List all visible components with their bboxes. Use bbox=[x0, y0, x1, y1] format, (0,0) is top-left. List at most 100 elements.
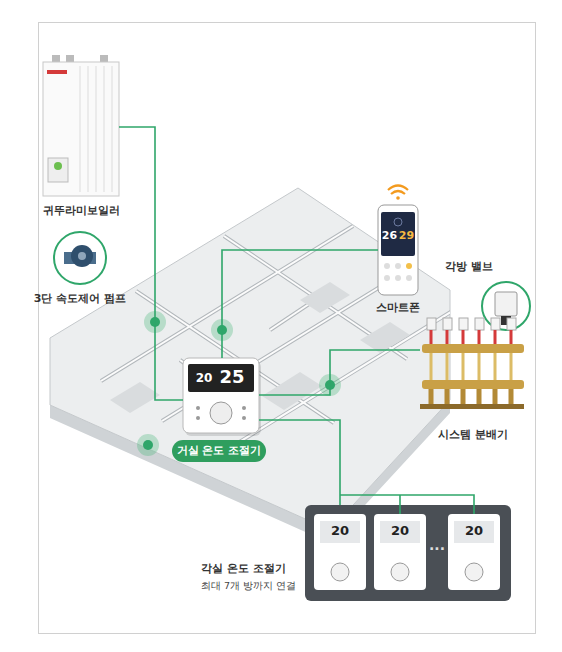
outlets bbox=[431, 389, 511, 404]
valve-callout bbox=[482, 282, 530, 330]
pump-drawing bbox=[54, 232, 106, 284]
phone-icon bbox=[406, 263, 412, 269]
room-display bbox=[380, 521, 420, 543]
room-dial bbox=[391, 563, 409, 581]
sticker-mark bbox=[54, 162, 62, 170]
living-thermostat-label: 거실 온도 조절기 bbox=[172, 440, 266, 462]
ellipsis-mark: ··· bbox=[427, 541, 447, 557]
frame bbox=[39, 23, 536, 634]
connector-line bbox=[119, 127, 183, 400]
phone-icon bbox=[406, 275, 412, 281]
smartphone-drawing bbox=[378, 186, 418, 296]
furniture bbox=[110, 382, 160, 413]
pump-callout bbox=[54, 232, 106, 284]
phone-icon bbox=[384, 263, 390, 269]
valve-stems bbox=[431, 330, 511, 344]
room-device bbox=[448, 514, 500, 590]
device-button bbox=[196, 406, 200, 410]
boiler: 귀뚜라미보일러 bbox=[43, 62, 119, 196]
room-display bbox=[320, 521, 360, 543]
device-button bbox=[242, 406, 246, 410]
brand-bar bbox=[47, 70, 67, 74]
node-subtext: 스마트폰 bbox=[353, 301, 443, 315]
valve-actuator bbox=[495, 292, 517, 316]
valve-drawing bbox=[482, 282, 530, 330]
node-text: 26 bbox=[381, 229, 398, 243]
node-subtext: 25 bbox=[216, 366, 248, 389]
node-subtext: 최대 7개 방까지 연결 bbox=[201, 580, 305, 592]
actuator bbox=[427, 318, 436, 330]
phone-icon bbox=[384, 275, 390, 281]
outlet-caps bbox=[420, 404, 524, 409]
sticker bbox=[48, 158, 68, 182]
device-display bbox=[188, 364, 254, 392]
furniture bbox=[360, 322, 410, 353]
pump: 3단 속도제어 펌프 bbox=[53, 231, 107, 285]
room-dial bbox=[465, 563, 483, 581]
phone-icon bbox=[395, 263, 401, 269]
valve: 각방 밸브 bbox=[482, 282, 530, 330]
connector-line bbox=[222, 250, 378, 358]
room-thermostat: 20 bbox=[448, 514, 500, 590]
room-device bbox=[314, 514, 366, 590]
node-text: 3단 속도제어 펌프 bbox=[15, 292, 145, 306]
connector-line bbox=[259, 350, 420, 395]
room-device bbox=[374, 514, 426, 590]
device-button bbox=[242, 416, 246, 420]
phone-screen bbox=[381, 212, 415, 256]
panel-background bbox=[305, 505, 511, 601]
node-text: 각실 온도 조절기 bbox=[201, 562, 305, 576]
connector-line bbox=[259, 420, 340, 505]
wifi-arc bbox=[388, 186, 408, 191]
distributor: 시스템 분배기 bbox=[420, 318, 526, 416]
room-dial bbox=[331, 563, 349, 581]
node-text: 거실 온도 조절기 bbox=[172, 440, 266, 462]
actuator bbox=[443, 318, 452, 330]
node-subtext: 29 bbox=[398, 229, 415, 243]
boiler-drawing bbox=[43, 55, 119, 196]
return-manifold bbox=[422, 380, 524, 389]
living-thermostat-drawing bbox=[183, 358, 261, 436]
node-text: 20 bbox=[460, 523, 488, 539]
node-text: 귀뚜라미보일러 bbox=[21, 204, 141, 218]
device-body bbox=[183, 358, 259, 433]
house-floor bbox=[50, 188, 450, 530]
wifi-dot bbox=[396, 196, 400, 200]
furniture bbox=[300, 282, 350, 313]
actuator bbox=[475, 318, 484, 330]
panel-wire bbox=[340, 495, 474, 514]
boiler-body bbox=[43, 62, 119, 196]
phone-gauge bbox=[394, 218, 402, 226]
smartphone: 2629스마트폰 bbox=[378, 205, 418, 295]
node-text: 20 bbox=[326, 523, 354, 539]
actuator bbox=[507, 318, 516, 330]
device-button bbox=[196, 416, 200, 420]
device-dial bbox=[210, 402, 232, 424]
node-text: 20 bbox=[386, 523, 414, 539]
wifi-arc bbox=[391, 191, 405, 194]
living-thermostat: 2025 bbox=[183, 358, 259, 433]
distributor-drawing bbox=[420, 318, 524, 409]
room-display bbox=[454, 521, 494, 543]
location-markers bbox=[137, 311, 341, 456]
room-thermostat-panel bbox=[305, 495, 511, 601]
node-text: 20 bbox=[191, 371, 217, 386]
marker-dot bbox=[143, 440, 153, 450]
actuator bbox=[459, 318, 468, 330]
supply-manifold bbox=[422, 344, 524, 353]
boiler-panel-lines bbox=[80, 66, 112, 192]
pump-cap bbox=[78, 252, 86, 260]
phone-icon bbox=[395, 275, 401, 281]
actuator bbox=[491, 318, 500, 330]
room-thermostat: 20 bbox=[314, 514, 366, 590]
pump-motor bbox=[71, 245, 93, 267]
room-thermostat: 20 bbox=[374, 514, 426, 590]
marker-halo bbox=[137, 434, 159, 456]
phone-body bbox=[378, 205, 418, 295]
node-text: 시스템 분배기 bbox=[410, 428, 536, 442]
node-text: 각방 밸브 bbox=[436, 260, 502, 274]
sofa bbox=[262, 372, 322, 410]
